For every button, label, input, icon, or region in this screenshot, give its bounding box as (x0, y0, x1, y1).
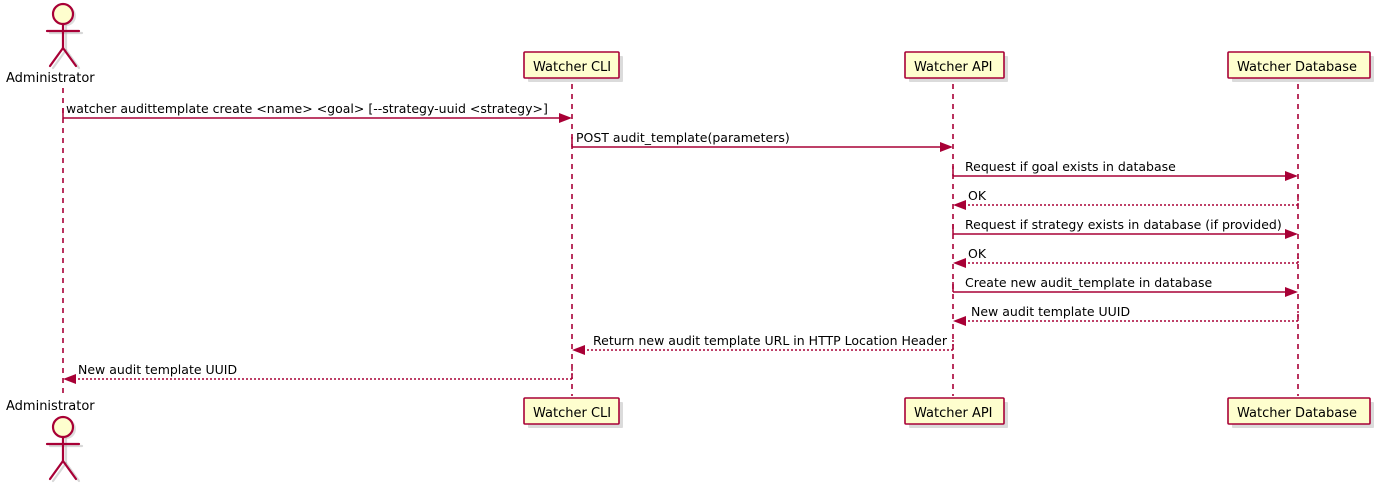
message-1-arrowhead (559, 113, 572, 123)
message-6: OK (953, 246, 1299, 268)
message-2-arrowhead (940, 142, 953, 152)
actor-leg-right-icon (61, 459, 78, 481)
actor-head-icon (51, 2, 75, 26)
message-10-arrowhead (63, 374, 76, 384)
message-7: Create new audit_template in database (952, 275, 1298, 297)
message-2: POST audit_template(parameters) (571, 130, 953, 152)
participant-box-watcher-api-bottom[interactable]: Watcher API (904, 397, 1008, 428)
message-4-arrowhead (953, 200, 966, 210)
actor-leg-left-icon (48, 459, 65, 481)
message-5-arrowhead (1285, 229, 1298, 239)
actor-administrator-bottom[interactable]: Administrator (6, 399, 95, 483)
message-5: Request if strategy exists in database (… (952, 217, 1298, 239)
actor-label-administrator-top: Administrator (6, 71, 95, 86)
message-10-label: New audit template UUID (78, 362, 237, 377)
message-5-label: Request if strategy exists in database (… (965, 217, 1282, 232)
message-6-label: OK (968, 246, 987, 261)
participant-label-watcher-database-top: Watcher Database (1237, 60, 1357, 75)
actor-leg-right-icon (61, 46, 78, 68)
participant-label-watcher-api-bottom: Watcher API (914, 406, 993, 421)
message-3: Request if goal exists in database (952, 159, 1298, 181)
message-6-arrowhead (953, 258, 966, 268)
message-8: New audit template UUID (953, 304, 1299, 326)
participant-label-watcher-cli-bottom: Watcher CLI (533, 406, 611, 421)
message-10: New audit template UUID (63, 362, 573, 384)
actor-head-icon (51, 415, 75, 439)
actor-label-administrator-bottom: Administrator (6, 399, 95, 414)
message-4: OK (953, 188, 1299, 210)
participant-box-rect[interactable] (523, 51, 620, 79)
message-9: Return new audit template URL in HTTP Lo… (572, 333, 954, 355)
message-3-arrowhead (1285, 171, 1298, 181)
message-9-label: Return new audit template URL in HTTP Lo… (593, 333, 948, 348)
participant-label-watcher-cli-top: Watcher CLI (533, 60, 611, 75)
message-2-label: POST audit_template(parameters) (576, 130, 790, 145)
participant-box-rect[interactable] (904, 397, 1005, 425)
participant-box-watcher-database-bottom[interactable]: Watcher Database (1227, 397, 1374, 428)
participant-box-rect[interactable] (904, 51, 1005, 79)
message-1: watcher audittemplate create <name> <goa… (62, 101, 572, 123)
participant-label-watcher-api-top: Watcher API (914, 60, 993, 75)
actor-leg-left-icon (48, 46, 65, 68)
participant-box-rect[interactable] (1227, 397, 1371, 425)
participant-box-watcher-database-top[interactable]: Watcher Database (1227, 51, 1374, 82)
participant-box-watcher-cli-top[interactable]: Watcher CLI (523, 51, 623, 82)
message-8-label: New audit template UUID (971, 304, 1130, 319)
message-3-label: Request if goal exists in database (965, 159, 1176, 174)
actor-administrator-top[interactable]: Administrator (6, 2, 95, 86)
message-7-label: Create new audit_template in database (965, 275, 1212, 290)
participant-box-watcher-cli-bottom[interactable]: Watcher CLI (523, 397, 623, 428)
participant-box-rect[interactable] (523, 397, 620, 425)
participant-box-rect[interactable] (1227, 51, 1371, 79)
participant-box-watcher-api-top[interactable]: Watcher API (904, 51, 1008, 82)
participant-label-watcher-database-bottom: Watcher Database (1237, 406, 1357, 421)
message-1-label: watcher audittemplate create <name> <goa… (66, 101, 548, 116)
message-4-label: OK (968, 188, 987, 203)
message-8-arrowhead (953, 316, 966, 326)
message-9-arrowhead (572, 345, 585, 355)
message-7-arrowhead (1285, 287, 1298, 297)
